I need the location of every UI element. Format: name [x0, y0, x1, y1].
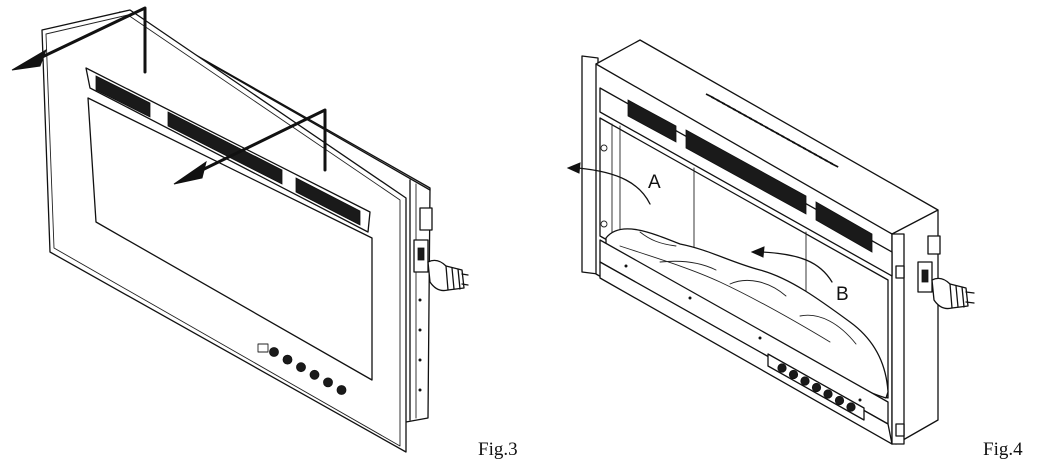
fig4-caption: Fig.4 — [983, 439, 1023, 460]
control-button — [336, 385, 347, 395]
fig3-fireplace-front-glass: Fig.3 — [11, 6, 518, 460]
control-button — [323, 377, 333, 388]
fig3-rivet — [418, 388, 422, 392]
fig4-firebox — [599, 117, 889, 399]
fig3-viewing-window — [87, 97, 373, 381]
fig3-rivet — [418, 328, 422, 332]
fig3-caption: Fig.3 — [478, 439, 518, 460]
fig4-label-a: A — [648, 172, 661, 193]
vent-slat — [829, 162, 839, 168]
fig4-vent-left — [627, 99, 677, 143]
control-button — [777, 363, 787, 373]
fig4-arrow-b — [750, 246, 833, 283]
control-button — [788, 369, 799, 380]
fig3-removal-arrow-upper — [11, 6, 147, 74]
fig3-control-buttons — [257, 343, 347, 395]
fig3-glass-panel — [41, 9, 407, 453]
fig3-removal-arrow-lower — [173, 108, 327, 185]
control-button — [282, 354, 293, 365]
fig3-mount-bracket-top — [419, 207, 433, 231]
fig4-power-plug — [931, 277, 975, 310]
fig4-vent-middle — [685, 129, 807, 215]
fig4-label-b: B — [836, 284, 849, 305]
control-button — [811, 382, 822, 393]
louver-block — [295, 177, 361, 226]
control-button — [834, 395, 845, 406]
fig3-louver-grille — [95, 75, 361, 226]
fig4-screw — [600, 220, 608, 228]
fig3-rivet — [418, 358, 422, 362]
control-button — [269, 347, 279, 357]
fig3-rivet — [418, 298, 422, 302]
fig4-arrow-a — [566, 162, 651, 205]
control-button — [846, 402, 856, 412]
fig4-vent-right — [815, 201, 873, 253]
fig4-mount-bracket — [927, 235, 941, 255]
control-button — [296, 362, 306, 373]
fig4-top-vent — [705, 93, 839, 168]
louver-block — [95, 75, 151, 118]
control-button — [800, 376, 810, 386]
fig4-base-rail — [599, 239, 893, 445]
fig4-fireplace-open: A B Fig.4 — [566, 39, 1023, 460]
fig4-top-housing — [599, 87, 893, 277]
fig4-control-buttons — [777, 363, 856, 412]
control-button — [823, 389, 833, 399]
control-switch — [257, 343, 269, 353]
fig4-screw — [600, 144, 608, 152]
control-button — [309, 369, 320, 380]
fig3-power-plug — [427, 259, 469, 292]
